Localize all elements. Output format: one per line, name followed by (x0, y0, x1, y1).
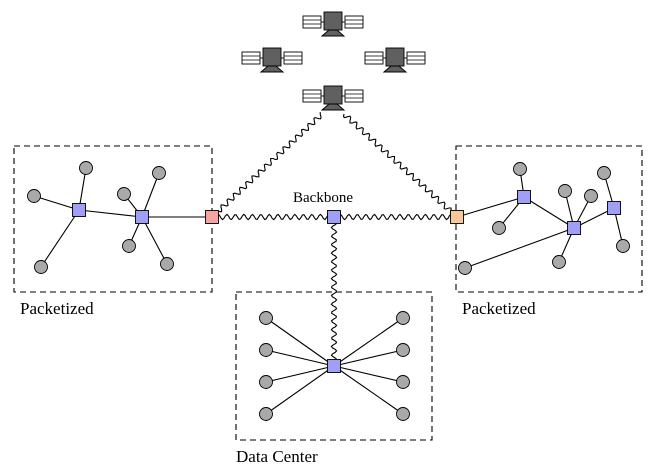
host-node (117, 187, 131, 201)
link-edge (464, 227, 575, 269)
link-edge (333, 365, 404, 383)
host-node (259, 343, 273, 357)
host-node (27, 189, 41, 203)
host-node (152, 166, 166, 180)
wavy-link-left-gateway-satellite (211, 112, 322, 219)
host-node (259, 375, 273, 389)
link-edge (40, 209, 80, 268)
link-edge (523, 196, 575, 229)
nodes (27, 161, 630, 421)
link-edge (33, 195, 80, 211)
region-data-center (235, 291, 433, 441)
wavy-link-backbone-data-center (330, 216, 338, 367)
satellite-icon (241, 47, 303, 73)
link-edge (265, 365, 335, 415)
link-edge (333, 317, 404, 367)
host-node (396, 343, 410, 357)
gateway-node-left (205, 210, 219, 224)
link-edge (265, 349, 335, 367)
host-node (458, 261, 472, 275)
switch-node (72, 203, 86, 217)
host-node (584, 189, 598, 203)
link-edge (333, 365, 404, 415)
switch-node (607, 201, 621, 215)
host-node (616, 239, 630, 253)
satellite-icon (364, 47, 426, 73)
packetized-right-label: Packetized (462, 299, 536, 318)
switch-node (567, 221, 581, 235)
host-node (259, 407, 273, 421)
region-packetized-right (455, 145, 643, 293)
link-edge (78, 209, 143, 218)
link-edge (265, 365, 335, 383)
host-node (396, 375, 410, 389)
host-node (122, 239, 136, 253)
wavy-links (211, 112, 459, 367)
host-node (34, 260, 48, 274)
link-edge (333, 349, 404, 367)
data-center-switch-node (327, 359, 341, 373)
host-node (492, 221, 506, 235)
link-edge (141, 172, 160, 218)
link-edge (265, 317, 335, 367)
satellite-icon (302, 85, 364, 111)
switch-node (517, 190, 531, 204)
switch-node (135, 210, 149, 224)
host-node (396, 311, 410, 325)
link-edge (78, 167, 87, 211)
wavy-link-left-gateway-backbone (211, 213, 335, 221)
host-node (160, 257, 174, 271)
host-node (552, 255, 566, 269)
host-node (259, 311, 273, 325)
wavy-link-satellite-right-gateway (342, 113, 459, 217)
host-node (597, 166, 611, 180)
host-node (558, 184, 572, 198)
gateway-node-right (450, 210, 464, 224)
host-node (79, 161, 93, 175)
link-edge (456, 196, 525, 218)
wavy-link-backbone-right-gateway (333, 213, 458, 221)
host-node (396, 407, 410, 421)
backbone-switch-node (327, 210, 341, 224)
backbone-label: Backbone (293, 190, 353, 206)
link-edge (141, 216, 168, 265)
data-center-label: Data Center (236, 447, 318, 466)
packetized-left-label: Packetized (20, 299, 94, 318)
host-node (513, 162, 527, 176)
satellite-icon (302, 11, 364, 37)
